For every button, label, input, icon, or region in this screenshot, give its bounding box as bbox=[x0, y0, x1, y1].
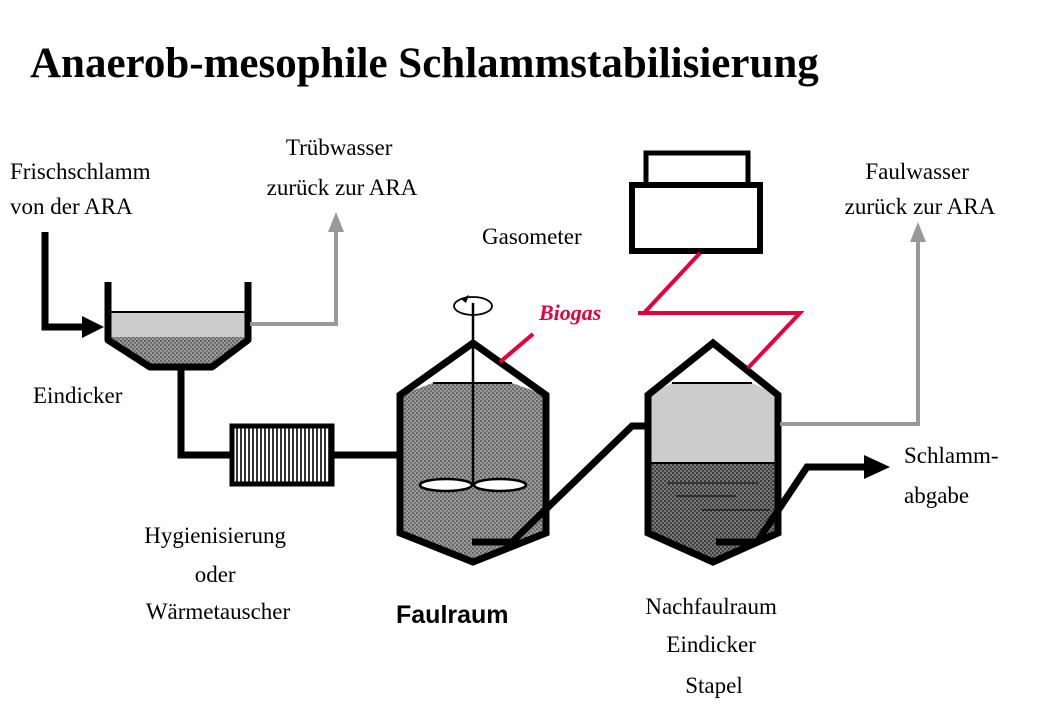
post-digester-sludge bbox=[648, 463, 778, 560]
post-digester-label: Nachfaulraum Eindicker Stapel bbox=[645, 594, 782, 698]
fresh-sludge-label: Frischschlamm von der ARA bbox=[10, 159, 156, 219]
sediment-streaks bbox=[668, 482, 770, 511]
heat-exchanger bbox=[229, 423, 335, 487]
sludge-discharge-line bbox=[716, 463, 866, 546]
digester-label: Faulraum bbox=[396, 601, 509, 629]
thickener-to-exchanger-line bbox=[177, 367, 232, 459]
thickener-label: Eindicker bbox=[33, 383, 123, 408]
heat-exchanger-label: Hygienisierung oder Wärmetauscher bbox=[144, 523, 292, 624]
thickener-liquid bbox=[108, 312, 248, 337]
turbid-water-return-line bbox=[250, 228, 338, 326]
rotation-icon bbox=[453, 295, 493, 316]
thickener-sludge bbox=[108, 337, 248, 365]
turbid-water-arrowhead bbox=[328, 212, 344, 232]
biogas-lines bbox=[498, 251, 805, 370]
biogas-label: Biogas bbox=[538, 300, 601, 325]
gasometer-tank bbox=[629, 182, 763, 254]
fresh-sludge-inlet-line bbox=[41, 232, 85, 331]
sludge-discharge-label: Schlamm- abgabe bbox=[904, 443, 1004, 508]
sludge-discharge-arrowhead bbox=[864, 455, 890, 479]
fresh-sludge-arrowhead bbox=[82, 316, 104, 338]
post-digester-liquid bbox=[648, 383, 778, 463]
diagram-title: Anaerob-mesophile Schlammstabilisierung bbox=[30, 40, 819, 87]
digestate-water-label: Faulwasser zurück zur ARA bbox=[845, 159, 996, 219]
stirrer-blade-left bbox=[418, 477, 474, 493]
gasometer-label: Gasometer bbox=[482, 224, 582, 249]
stirrer-blade-right bbox=[472, 477, 528, 493]
turbid-water-label: Trübwasser zurück zur ARA bbox=[267, 135, 418, 200]
post-digester-vessel bbox=[644, 338, 782, 566]
digestate-water-return-line bbox=[780, 238, 920, 426]
digestate-water-arrowhead bbox=[910, 222, 926, 242]
